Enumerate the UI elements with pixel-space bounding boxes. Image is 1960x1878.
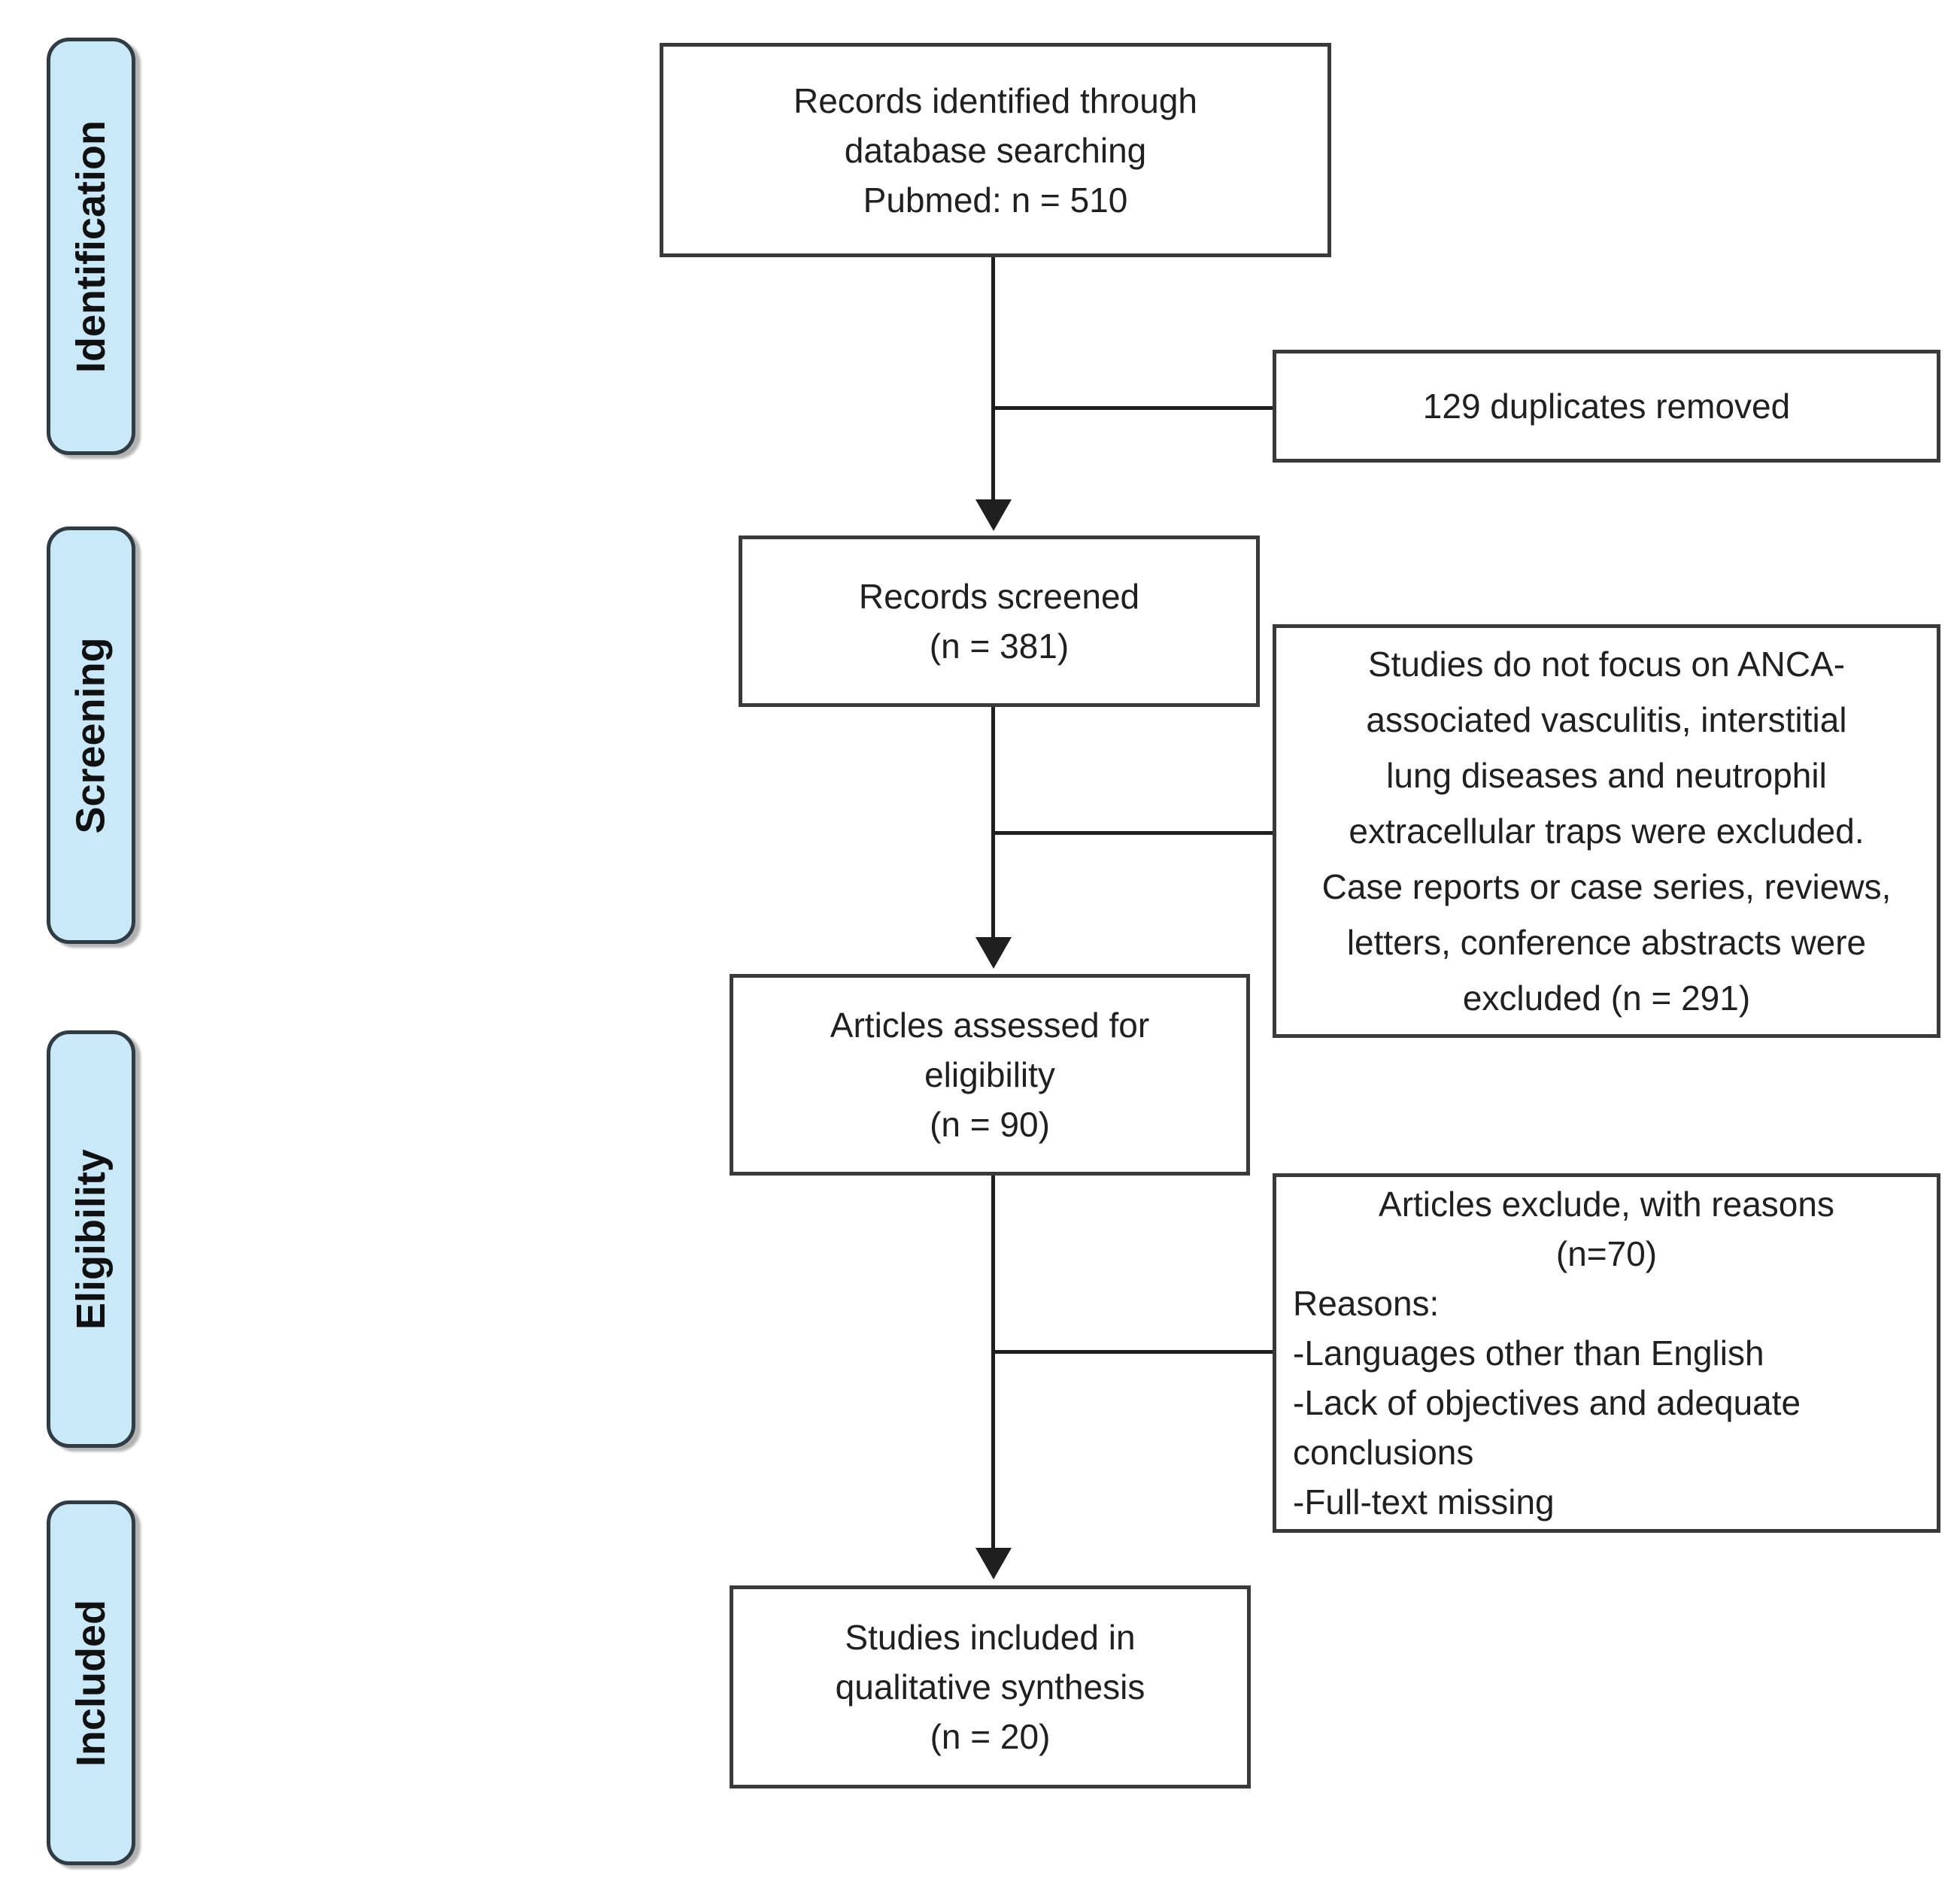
connector-identified-to-screened xyxy=(991,257,995,502)
exclusion-box-eligibility-excluded: Articles exclude, with reasons (n=70) Re… xyxy=(1273,1173,1940,1533)
flow-box-records-screened: Records screened (n = 381) xyxy=(739,535,1260,707)
connector-branch-duplicates xyxy=(993,406,1273,410)
flow-box-records-identified: Records identified through database sear… xyxy=(660,43,1331,257)
exclusion-box-duplicates-removed: 129 duplicates removed xyxy=(1273,350,1940,463)
connector-branch-screening-excluded xyxy=(993,831,1273,835)
stage-identification-label: Identification xyxy=(68,120,114,373)
flow-box-studies-included: Studies included in qualitative synthesi… xyxy=(730,1585,1251,1788)
connector-assessed-to-included xyxy=(991,1176,995,1551)
connector-branch-eligibility-excluded xyxy=(993,1350,1273,1354)
exclusion-box-screening-excluded: Studies do not focus on ANCA- associated… xyxy=(1273,624,1940,1038)
connector-screened-to-assessed xyxy=(991,707,995,940)
arrow-down-icon xyxy=(975,499,1012,531)
stage-included-label: Included xyxy=(68,1599,114,1767)
exclusion-eligibility-title: Articles exclude, with reasons (n=70) xyxy=(1379,1185,1834,1273)
exclusion-eligibility-reasons: Reasons: -Languages other than English -… xyxy=(1293,1284,1801,1522)
stage-screening: Screening xyxy=(47,526,135,944)
stage-eligibility: Eligibility xyxy=(47,1030,135,1448)
stage-screening-label: Screening xyxy=(68,636,114,834)
stage-included: Included xyxy=(47,1500,135,1865)
stage-eligibility-label: Eligibility xyxy=(68,1148,114,1330)
flow-box-articles-assessed: Articles assessed for eligibility (n = 9… xyxy=(730,974,1250,1176)
stage-identification: Identification xyxy=(47,38,135,455)
arrow-down-icon xyxy=(975,937,1012,969)
arrow-down-icon xyxy=(975,1548,1012,1579)
